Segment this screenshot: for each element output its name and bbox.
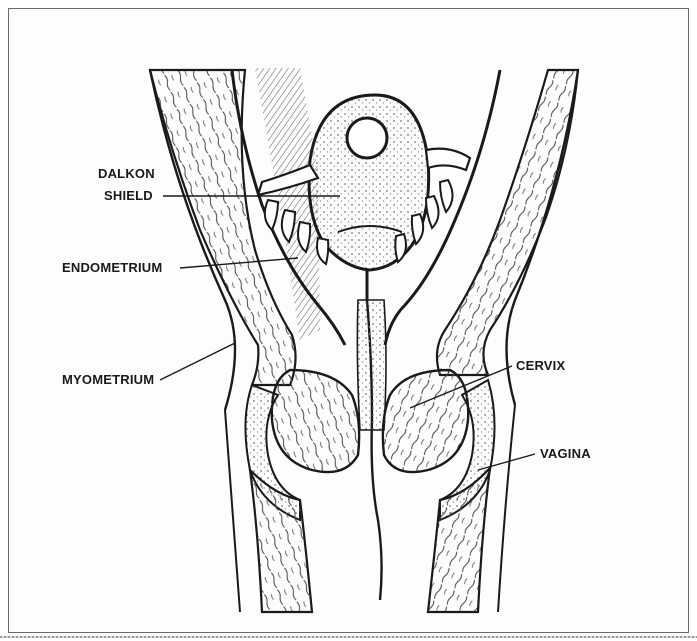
vagina-label: VAGINA — [540, 446, 591, 461]
cervical-canal — [357, 300, 386, 430]
myometrium-leader — [160, 343, 235, 380]
cervix-label: CERVIX — [516, 358, 565, 373]
left-cervix-lip — [272, 370, 359, 472]
dalkon-shield-label-line1: DALKON — [98, 166, 155, 181]
right-cervix-lip — [383, 370, 468, 472]
right-outer-contour — [498, 405, 515, 612]
left-outer-contour — [225, 410, 240, 612]
endometrium-label: ENDOMETRIUM — [62, 260, 162, 275]
dalkon-shield-label-line2: SHIELD — [104, 188, 153, 203]
myometrium-label: MYOMETRIUM — [62, 372, 154, 387]
